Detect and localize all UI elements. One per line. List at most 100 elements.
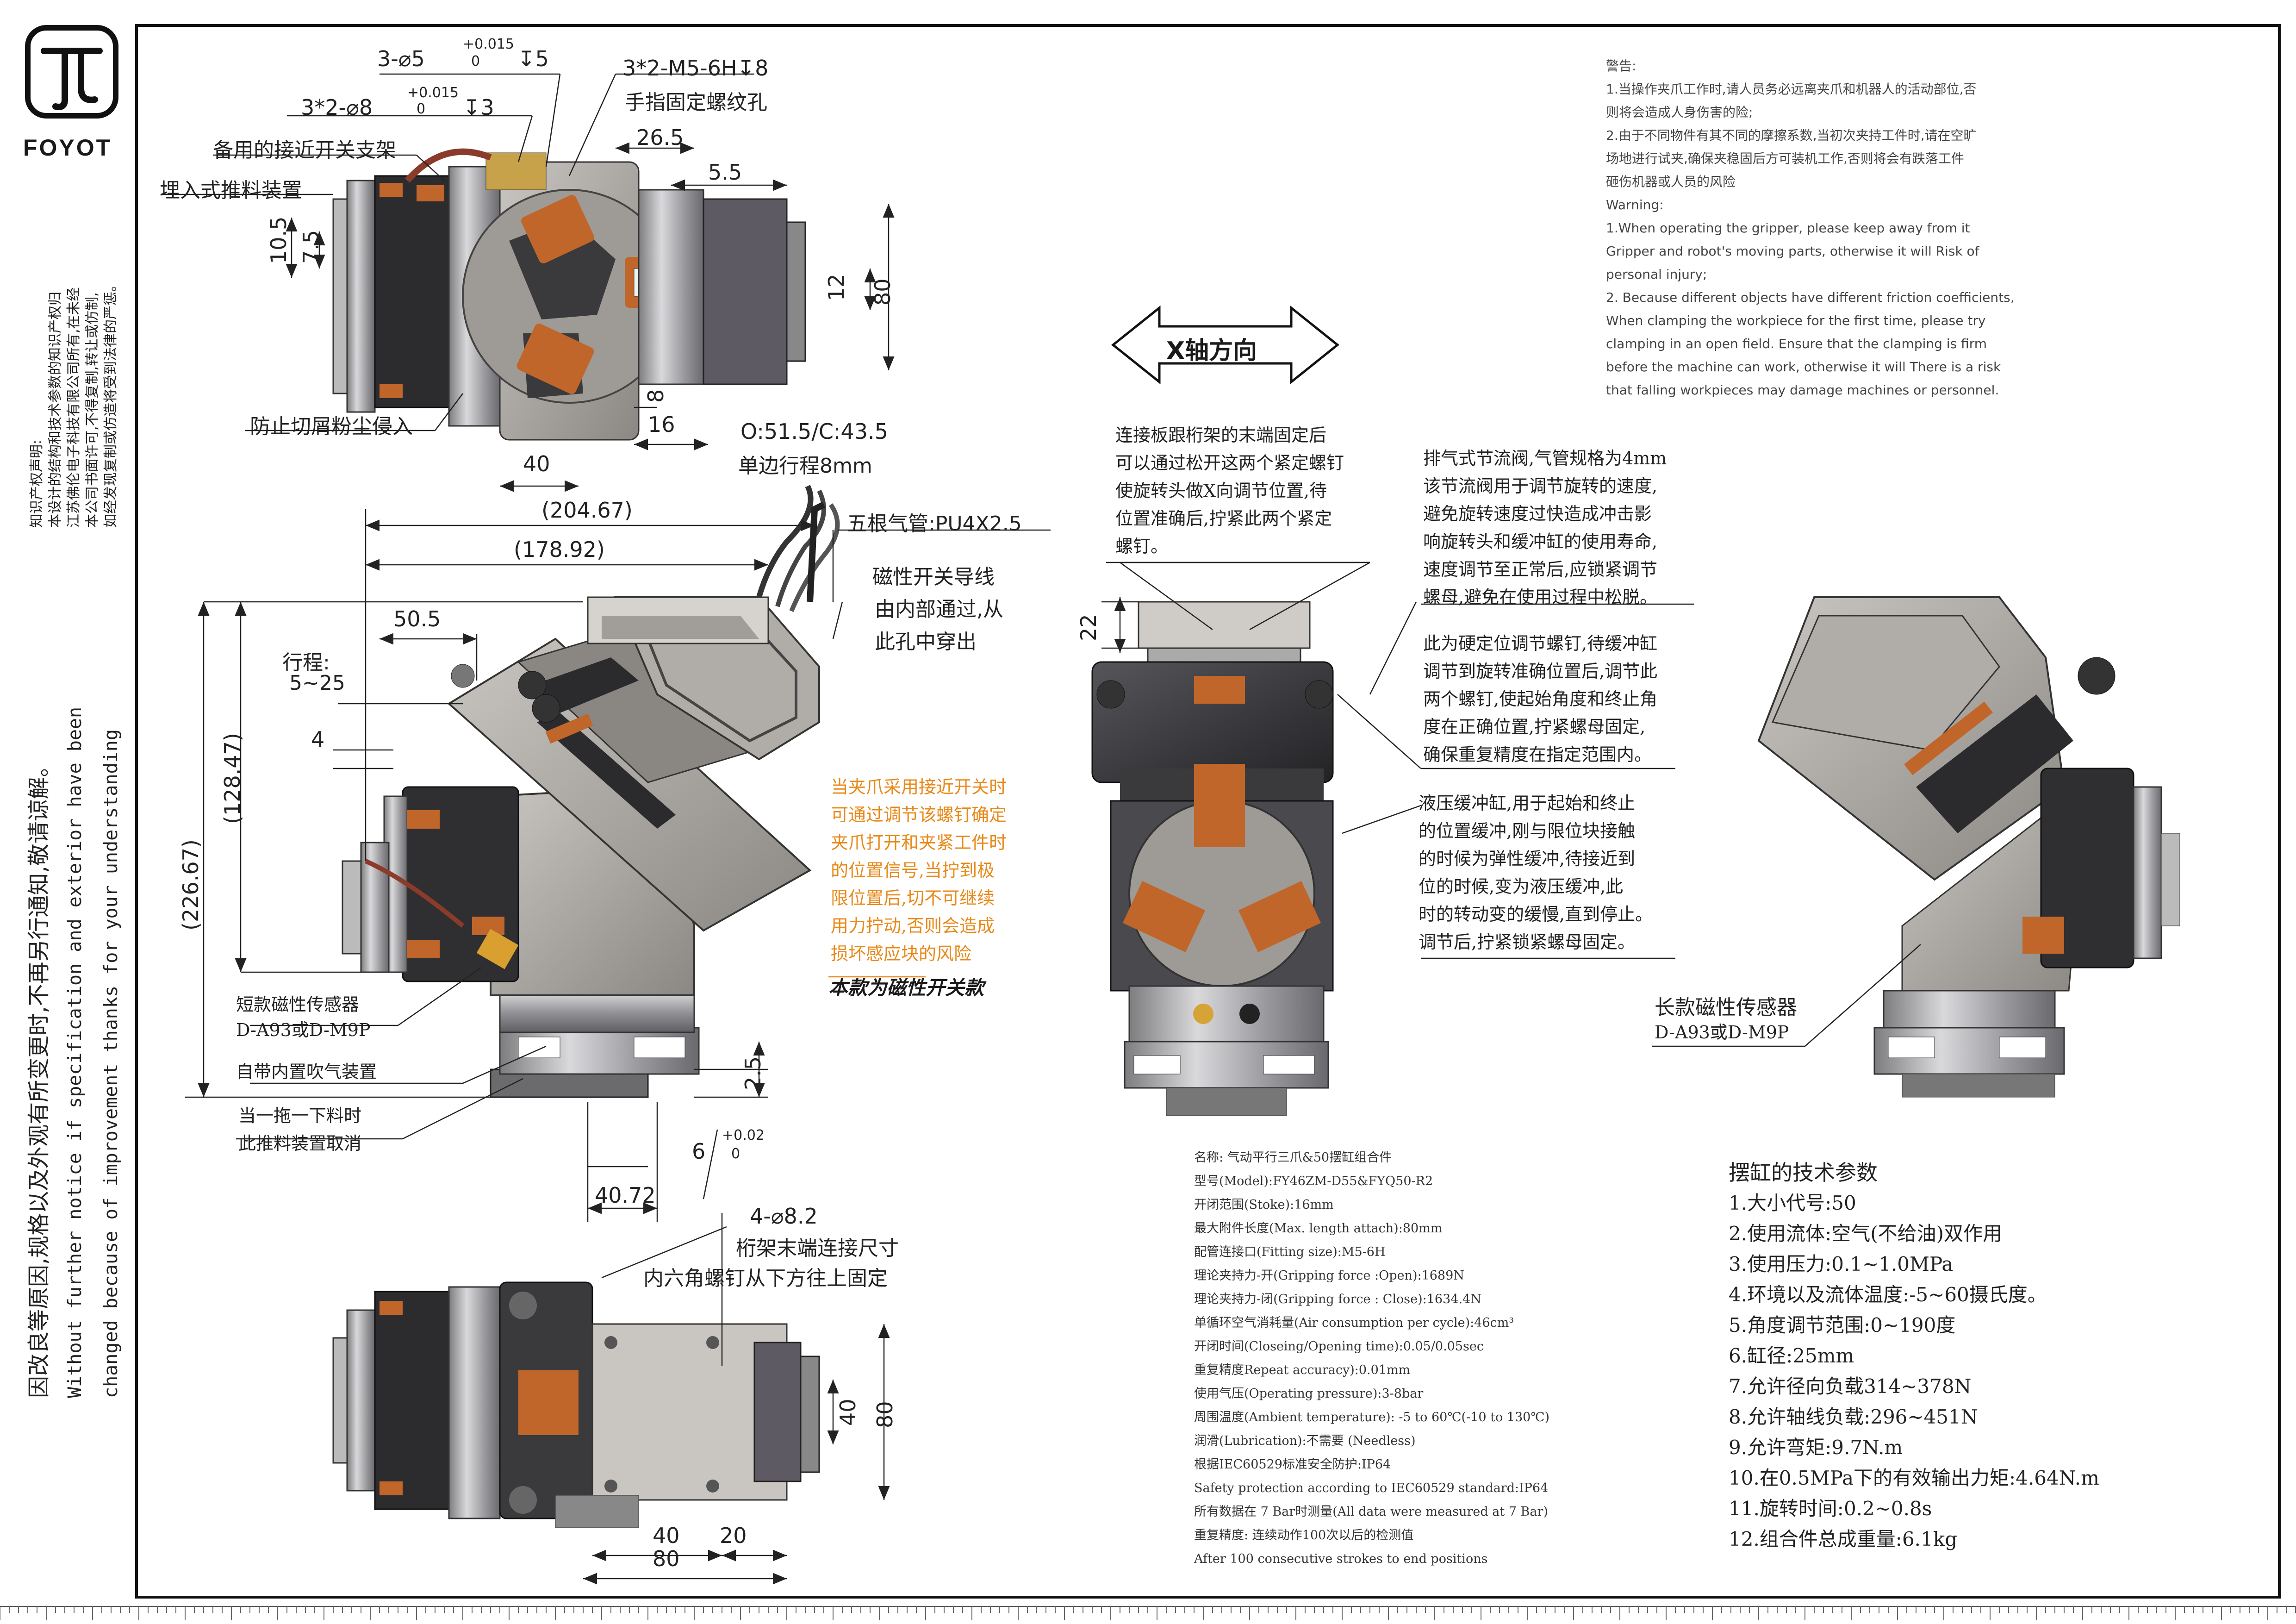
label-underlines xyxy=(828,529,1694,978)
tech-item: 8.允许轴线负载:296~451N xyxy=(1729,1405,1978,1428)
spec-line: 根据IEC60529标准安全防护:IP64 xyxy=(1194,1457,1391,1472)
dim-22: 22 xyxy=(1076,614,1101,641)
spec-line: 开闭时间(Closeing/Opening time):0.05/0.05sec xyxy=(1194,1339,1484,1354)
tech-title: 摆缸的技术参数 xyxy=(1729,1160,1878,1185)
spec-table: 名称: 气动平行三爪&50摆缸组合件 型号(Model):FY46ZM-D55&… xyxy=(1194,1146,1549,1571)
dim-hole-5-tol: +0.015 xyxy=(463,36,515,52)
spec-line: 名称: 气动平行三爪&50摆缸组合件 xyxy=(1194,1150,1392,1165)
note-line: 位的时候,变为液压缓冲,此 xyxy=(1419,876,1624,897)
tech-item: 9.允许弯矩:9.7N.m xyxy=(1729,1436,1903,1459)
tech-item: 3.使用压力:0.1~1.0MPa xyxy=(1729,1253,1954,1275)
frame-border xyxy=(135,24,2281,1599)
dim-26-5: 26.5 xyxy=(636,125,684,150)
note-line: 连接板跟桁架的末端固定后 xyxy=(1115,425,1327,445)
note-line: 确保重复精度在指定范围内。 xyxy=(1423,744,1652,765)
label-short-sensor: 短款磁性传感器 xyxy=(236,994,360,1015)
notice-en-2: changed because of improvement thanks fo… xyxy=(100,729,122,1398)
note-line: 螺母,避免在使用过程中松脱。 xyxy=(1423,587,1658,607)
spec-line: 润滑(Lubrication):不需要 (Needless) xyxy=(1194,1434,1416,1448)
magnetic-switch-note: 本款为磁性开关款 xyxy=(828,976,984,999)
warning-line: 砸伤机器或人员的风险 xyxy=(1606,174,1736,189)
dim-stroke-value: 5~25 xyxy=(289,671,345,695)
side-view-dimension-lines xyxy=(185,509,843,1279)
x-axis-label: X轴方向 xyxy=(1166,337,1257,365)
label-blow: 自带内置吹气装置 xyxy=(236,1062,377,1082)
dim-80-top: 80 xyxy=(870,278,895,306)
dim-hole-5-tol2: 0 xyxy=(471,53,480,69)
warning-line: 1.当操作夹爪工作时,请人员务必远离夹爪和机器人的活动部位,否 xyxy=(1606,81,1977,97)
dim-226: (226.67) xyxy=(178,839,203,931)
dim-2-5: 2.5 xyxy=(740,1056,765,1090)
dim-hole-8-depth: ↧3 xyxy=(463,95,494,120)
dim-hole-5-depth: ↧5 xyxy=(517,46,549,71)
note-line: 排气式节流阀,气管规格为4mm xyxy=(1423,448,1667,468)
note-line: 使旋转头做X向调节位置,待 xyxy=(1115,481,1327,501)
dim-80-bottom-v: 80 xyxy=(872,1401,897,1428)
label-five-hoses: 五根气管:PU4X2.5 xyxy=(847,512,1022,536)
label-embedded-eject: 埋入式推料装置 xyxy=(160,179,302,202)
dim-hole-8: 3*2-⌀8 xyxy=(301,95,373,120)
warning-line: that falling workpieces may damage machi… xyxy=(1606,382,1999,398)
label-spare-switch: 备用的接近开关支架 xyxy=(213,138,396,162)
spec-line: 理论夹持力-开(Gripping force :Open):1689N xyxy=(1194,1268,1464,1283)
dim-40-bottom-v: 40 xyxy=(835,1399,860,1426)
label-cancel-1: 当一拖一下料时 xyxy=(238,1106,362,1126)
note-hydraulic-buffer: 液压缓冲缸,用于起始和终止 的位置缓冲,刚与限位块接触 的时候为弹性缓冲,待接近… xyxy=(1419,789,1653,956)
note-line: 螺钉。 xyxy=(1115,536,1169,556)
note-line: 避免旋转速度过快造成冲击影 xyxy=(1423,504,1652,524)
label-flange-1: 桁架末端连接尺寸 xyxy=(736,1237,899,1260)
dim-thread: 3*2-M5-6H↧8 xyxy=(622,56,769,81)
label-wire-3: 此孔中穿出 xyxy=(875,630,977,654)
warning-line: 则将会造成人身伤害的险; xyxy=(1606,105,1753,120)
side-view-drawing xyxy=(342,485,840,1098)
orange-note-line: 用力拧动,否则会造成 xyxy=(831,916,995,936)
dim-8: 8 xyxy=(643,389,668,403)
note-set-screws: 连接板跟桁架的末端固定后 可以通过松开这两个紧定螺钉 使旋转头做X向调节位置,待… xyxy=(1115,421,1344,560)
notice-en-1: Without further notice if specification … xyxy=(64,706,86,1398)
spec-line: 重复精度Repeat accuracy):0.01mm xyxy=(1194,1363,1411,1377)
bottom-view-drawing xyxy=(332,1281,820,1528)
spec-line: Safety protection according to IEC60529 … xyxy=(1194,1481,1549,1495)
label-long-sensor: 长款磁性传感器 xyxy=(1655,996,1797,1019)
note-line: 位置准确后,拧紧此两个紧定 xyxy=(1115,508,1332,529)
dim-50-5: 50.5 xyxy=(393,606,441,631)
dim-5-5: 5.5 xyxy=(708,160,742,185)
copyright-line: 知识产权声明: xyxy=(29,439,45,528)
dim-4: 4 xyxy=(311,727,325,752)
warning-line: 2. Because different objects have differ… xyxy=(1606,290,2015,305)
note-line: 响旋转头和缓冲缸的使用寿命, xyxy=(1423,531,1658,552)
note-line: 两个螺钉,使起始角度和终止角 xyxy=(1423,689,1658,709)
dim-128: (128.47) xyxy=(220,733,245,824)
spec-line: After 100 consecutive strokes to end pos… xyxy=(1194,1552,1488,1566)
note-line: 度在正确位置,拧紧螺母固定, xyxy=(1423,717,1646,737)
bottom-view-dimension-lines xyxy=(583,1213,890,1585)
spec-line: 单循环空气消耗量(Air consumption per cycle):46cm… xyxy=(1194,1316,1514,1330)
warning-line: 2.由于不同物件有其不同的摩擦系数,当初次夹持工件时,请在空旷 xyxy=(1606,128,1977,143)
dim-12: 12 xyxy=(824,274,849,301)
dim-10-5: 10.5 xyxy=(266,216,291,264)
note-exhaust-valve: 排气式节流阀,气管规格为4mm 该节流阀用于调节旋转的速度, 避免旋转速度过快造… xyxy=(1423,444,1667,611)
dim-20-bottom-h: 20 xyxy=(720,1523,747,1548)
label-stroke-range: 行程: xyxy=(282,651,330,675)
spec-line: 最大附件长度(Max. length attach):80mm xyxy=(1194,1221,1443,1236)
label-long-sensor-model: D-A93或D-M9P xyxy=(1655,1022,1789,1043)
tech-item: 12.组合件总成重量:6.1kg xyxy=(1729,1528,1958,1550)
spec-line: 型号(Model):FY46ZM-D55&FYQ50-R2 xyxy=(1194,1174,1433,1188)
top-view-drawing xyxy=(332,148,806,441)
orange-note-line: 损坏感应块的风险 xyxy=(831,943,972,964)
note-line: 调节后,拧紧锁紧螺母固定。 xyxy=(1419,932,1636,952)
tech-item: 4.环境以及流体温度:-5~60摄氏度。 xyxy=(1729,1283,2047,1306)
note-line: 的位置缓冲,刚与限位块接触 xyxy=(1419,821,1636,841)
label-dust-protection: 防止切屑粉尘侵入 xyxy=(250,415,413,438)
dim-hole-8-tol: +0.015 xyxy=(407,85,459,101)
dim-178: (178.92) xyxy=(514,537,605,562)
tech-item: 2.使用流体:空气(不给油)双作用 xyxy=(1729,1222,2002,1245)
spec-line: 开闭范围(Stoke):16mm xyxy=(1194,1198,1334,1212)
label-wire-1: 磁性开关导线 xyxy=(872,565,995,589)
right-view-drawing xyxy=(1757,596,2180,1098)
dim-bolt-holes: 4-⌀8.2 xyxy=(750,1204,818,1229)
spec-line: 使用气压(Operating pressure):3-8bar xyxy=(1194,1387,1424,1401)
dim-hole-5: 3-⌀5 xyxy=(377,46,425,71)
warning-line: 1.When operating the gripper, please kee… xyxy=(1606,220,1970,236)
